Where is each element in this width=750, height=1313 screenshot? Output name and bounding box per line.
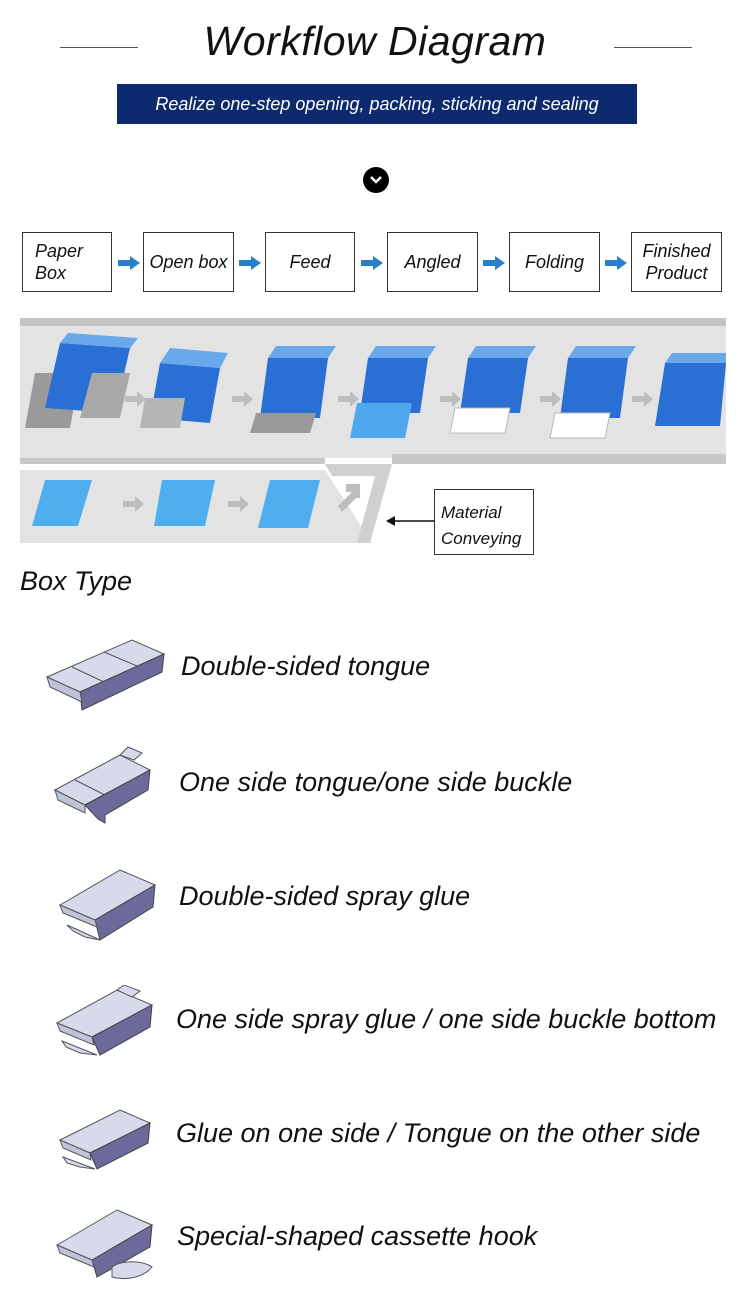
step-label: Angled: [404, 252, 461, 272]
title-rule-left: [60, 47, 138, 48]
blank-1: [32, 480, 92, 526]
step-label: Open box: [149, 252, 228, 272]
box-type-label: Double-sided spray glue: [179, 881, 471, 911]
process-illustration: [20, 318, 726, 543]
step-label: Paper Box: [35, 241, 84, 283]
title-rule-right: [614, 47, 692, 48]
blank-3: [258, 480, 320, 528]
box-double-spray-glue-icon: [58, 869, 157, 941]
step-open-box: Open box: [143, 232, 234, 292]
carton-stage-6: [549, 346, 636, 439]
carton-stage-5: [449, 346, 536, 434]
right-arrow-icon: [361, 256, 383, 270]
box-spray-buckle-bottom-icon: [55, 985, 154, 1056]
box-double-sided-tongue-icon: [45, 639, 166, 711]
box-type-label: One side tongue/one side buckle: [179, 767, 573, 797]
page-title: Workflow Diagram: [203, 18, 547, 64]
subtitle-banner: Realize one-step opening, packing, stick…: [117, 84, 637, 124]
step-label: Feed: [289, 252, 331, 272]
right-arrow-icon: [605, 256, 627, 270]
box-type-label: Double-sided tongue: [181, 651, 431, 681]
step-label: Folding: [524, 252, 585, 272]
box-type-heading: Box Type: [20, 566, 133, 596]
step-finished-product: Finished Product: [631, 232, 722, 292]
right-arrow-icon: [239, 256, 261, 270]
box-cassette-hook-icon: [55, 1209, 154, 1280]
box-type-label: Special-shaped cassette hook: [177, 1221, 538, 1251]
carton-stage-2: [140, 348, 228, 428]
box-type-label: Glue on one side / Tongue on the other s…: [176, 1118, 701, 1148]
blank-2: [154, 480, 215, 526]
material-conveying-label: Material Conveying: [434, 489, 534, 555]
carton-stage-4: [350, 346, 436, 438]
material-label-text: Material Conveying: [441, 503, 522, 548]
right-arrow-icon: [118, 256, 140, 270]
box-type-label: One side spray glue / one side buckle bo…: [176, 1004, 717, 1034]
chevron-down-icon: [363, 167, 389, 193]
step-label: Finished Product: [642, 241, 711, 283]
carton-finished: [655, 353, 726, 426]
box-glue-tongue-icon: [58, 1109, 152, 1170]
carton-stage-3: [250, 346, 336, 433]
step-angled: Angled: [387, 232, 478, 292]
step-feed: Feed: [265, 232, 355, 292]
box-tongue-buckle-icon: [53, 746, 152, 824]
step-paper-box: Paper Box: [22, 232, 112, 292]
carton-stage-1: [25, 333, 138, 428]
step-folding: Folding: [509, 232, 600, 292]
right-arrow-icon: [483, 256, 505, 270]
